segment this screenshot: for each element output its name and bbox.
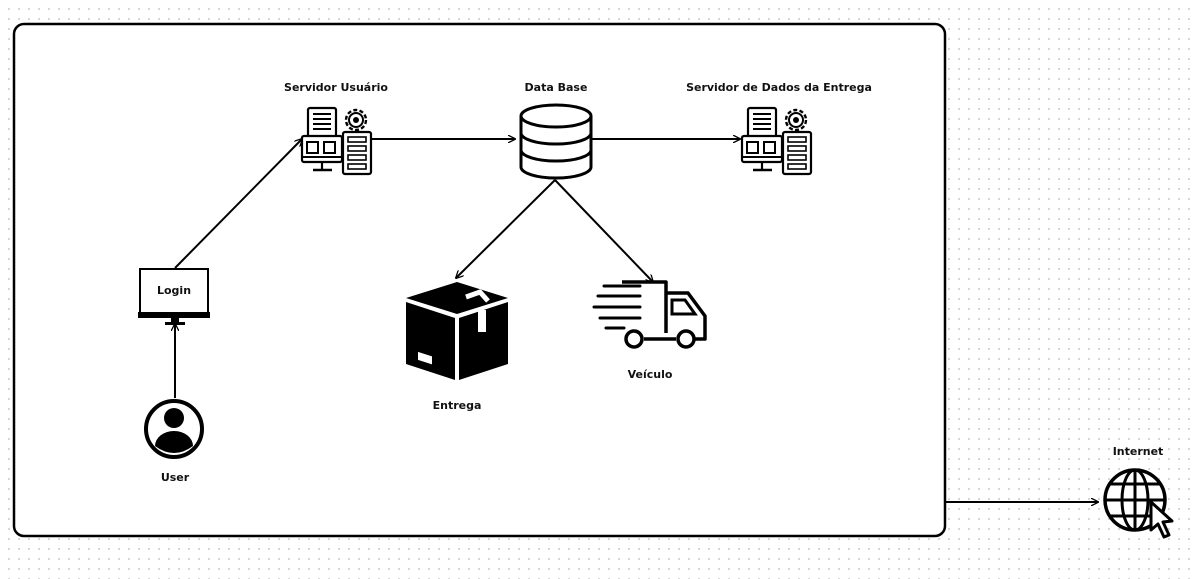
edge-login-to-servidor-usuario bbox=[174, 139, 302, 269]
system-boundary bbox=[12, 22, 947, 538]
monitor-icon bbox=[138, 268, 210, 325]
node-label-user: User bbox=[160, 471, 190, 484]
node-label-veiculo: Veículo bbox=[627, 368, 673, 381]
globe-cursor-icon bbox=[1103, 468, 1174, 539]
node-label-login: Login bbox=[156, 284, 192, 297]
user-avatar-icon bbox=[144, 399, 204, 459]
node-label-servidor-dados-entrega: Servidor de Dados da Entrega bbox=[686, 81, 872, 94]
edge-data-base-to-veiculo bbox=[554, 179, 653, 282]
node-label-internet: Internet bbox=[1112, 445, 1164, 458]
delivery-truck-icon bbox=[592, 280, 707, 349]
node-label-data-base: Data Base bbox=[524, 81, 588, 94]
node-label-entrega: Entrega bbox=[432, 399, 482, 412]
edge-data-base-to-entrega bbox=[456, 179, 556, 278]
package-box-icon bbox=[406, 282, 508, 380]
node-label-servidor-usuario: Servidor Usuário bbox=[284, 81, 388, 94]
database-icon bbox=[519, 103, 593, 180]
